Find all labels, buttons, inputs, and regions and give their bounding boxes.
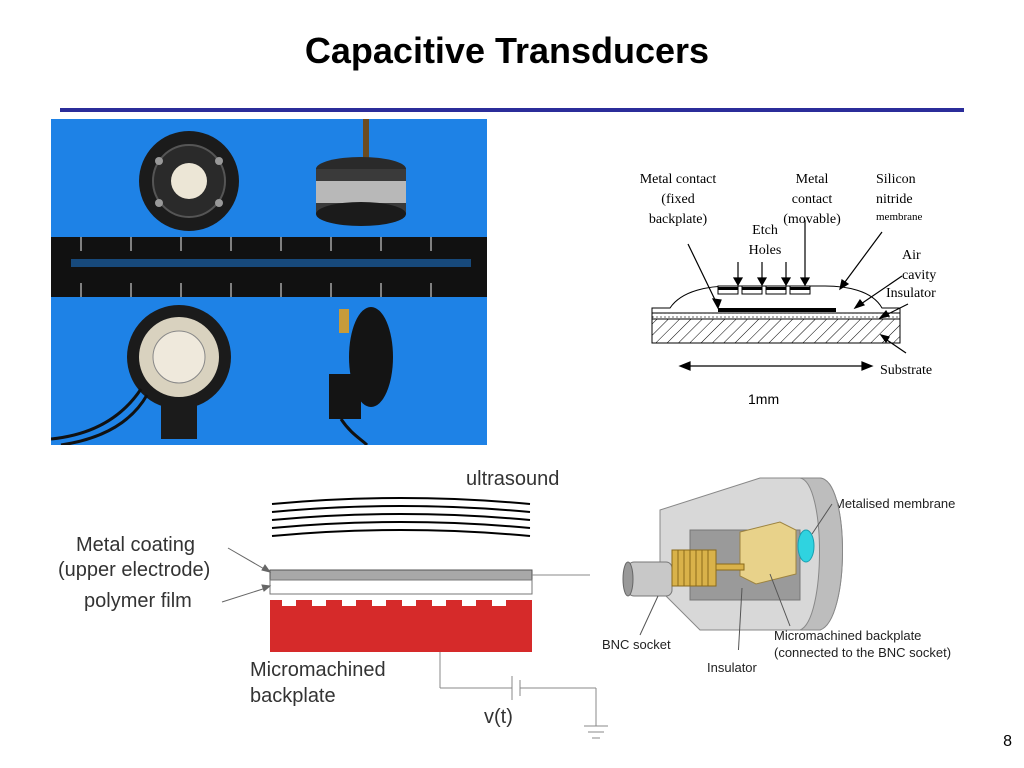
label-metal-contact-movable: Metal contact (movable) [783, 172, 841, 227]
label-polymer-film: polymer film [84, 590, 192, 612]
label-metalised-membrane: Metalised membrane [834, 496, 956, 511]
slide-title: Capacitive Transducers [304, 30, 710, 71]
label-device-insulator: Insulator [707, 660, 757, 675]
label-insulator: Insulator [886, 286, 936, 301]
label-air-cavity: Air cavity [902, 248, 937, 283]
slide-number: 8 [1003, 733, 1012, 750]
label-scale: 1mm [748, 391, 780, 407]
label-micromachined-backplate: Micromachined backplate [250, 659, 386, 707]
label-voltage: v(t) [484, 706, 513, 728]
label-device-backplate: Micromachined backplate (connected to th… [774, 628, 952, 660]
label-bnc-socket: BNC socket [602, 637, 671, 652]
label-silicon-nitride: Silicon nitride membrane [876, 172, 923, 223]
electrode-diagram [221, 497, 608, 739]
label-metal-contact-fixed: Metal contact (fixed backplate) [639, 172, 717, 227]
title-divider [60, 108, 964, 112]
label-ultrasound: ultrasound [466, 468, 560, 490]
transducer-photo [51, 119, 487, 445]
device-cutaway [622, 477, 843, 650]
mems-cross-section [651, 220, 909, 371]
label-substrate: Substrate [880, 363, 933, 378]
label-etch-holes: Etch Holes [748, 223, 782, 258]
label-metal-coating: Metal coating (upper electrode) [58, 534, 211, 581]
